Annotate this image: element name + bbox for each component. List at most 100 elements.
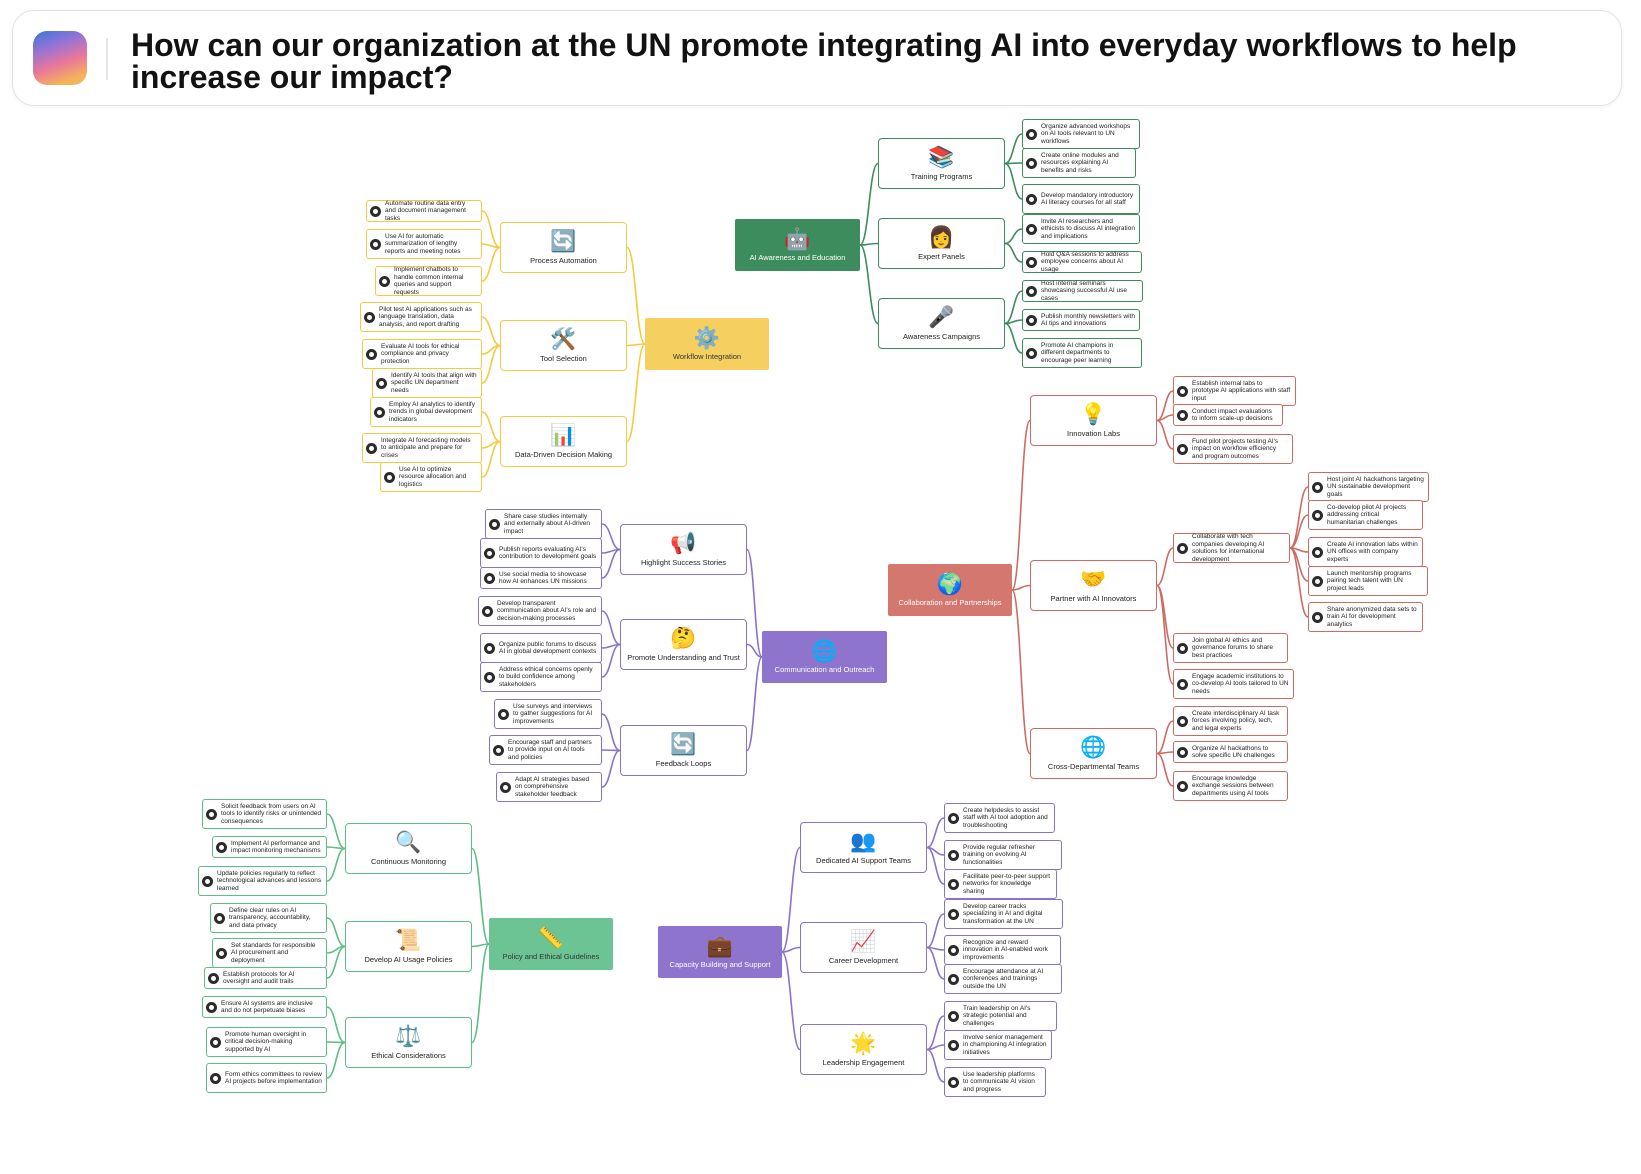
leaf-node[interactable]: Conduct impact evaluations to inform sca… (1173, 404, 1283, 426)
branch-root-policy[interactable]: 📏Policy and Ethical Guidelines (489, 918, 613, 970)
subtopic-label: Training Programs (910, 172, 973, 181)
leaf-node[interactable]: Join global AI ethics and governance for… (1173, 633, 1288, 663)
leaf-node[interactable]: Involve senior management in championing… (944, 1030, 1052, 1060)
subtopic-node[interactable]: 🛠️Tool Selection (500, 320, 627, 371)
leaf-node[interactable]: Encourage knowledge exchange sessions be… (1173, 771, 1288, 801)
leaf-node[interactable]: Automate routine data entry and document… (366, 200, 482, 222)
branch-root-collaboration[interactable]: 🌍Collaboration and Partnerships (888, 564, 1012, 616)
leaf-node[interactable]: Recognize and reward innovation in AI-en… (944, 935, 1061, 965)
leaf-node[interactable]: Publish monthly newsletters with AI tips… (1022, 309, 1140, 331)
leaf-node[interactable]: Promote human oversight in critical deci… (206, 1027, 327, 1057)
subtopic-node[interactable]: 🔄Process Automation (500, 222, 627, 273)
subtopic-label: Dedicated AI Support Teams (816, 856, 911, 865)
subtopic-node[interactable]: 🤝Partner with AI Innovators (1030, 560, 1157, 611)
leaf-node[interactable]: Share anonymized data sets to train AI f… (1308, 602, 1423, 632)
leaf-node[interactable]: Establish protocols for AI oversight and… (204, 967, 327, 989)
branch-link (471, 943, 490, 1044)
subtopic-node[interactable]: 🌟Leadership Engagement (800, 1024, 927, 1075)
leaf-node[interactable]: Ensure AI systems are inclusive and do n… (202, 996, 327, 1018)
leaf-bullet-icon (484, 642, 495, 654)
leaf-node[interactable]: Organize public forums to discuss AI in … (480, 633, 602, 663)
leaf-node[interactable]: Publish reports evaluating AI's contribu… (480, 538, 602, 568)
leaf-label: Host joint AI hackathons targeting UN su… (1327, 475, 1424, 498)
subtopic-node[interactable]: 💡Innovation Labs (1030, 395, 1157, 446)
subtopic-node[interactable]: 🌐Cross-Departmental Teams (1030, 728, 1157, 779)
subtopic-node[interactable]: 🎤Awareness Campaigns (878, 298, 1005, 349)
leaf-node[interactable]: Organize AI hackathons to solve specific… (1173, 741, 1288, 763)
branch-root-capacity[interactable]: 💼Capacity Building and Support (658, 926, 782, 978)
subtopic-node[interactable]: ⚖️Ethical Considerations (345, 1017, 472, 1068)
leaf-node[interactable]: Encourage staff and partners to provide … (489, 735, 602, 765)
subtopic-node[interactable]: 📈Career Development (800, 922, 927, 973)
subtopic-label: Expert Panels (918, 252, 965, 261)
branch-root-workflow[interactable]: ⚙️Workflow Integration (645, 318, 769, 370)
leaf-node[interactable]: Implement AI performance and impact moni… (212, 836, 327, 858)
branch-root-awareness[interactable]: 🤖AI Awareness and Education (735, 219, 860, 271)
subtopic-node[interactable]: 👥Dedicated AI Support Teams (800, 822, 927, 873)
leaf-node[interactable]: Establish internal labs to prototype AI … (1173, 376, 1296, 406)
leaf-node[interactable]: Create interdisciplinary AI task forces … (1173, 706, 1288, 736)
subtopic-node[interactable]: 👩Expert Panels (878, 218, 1005, 269)
leaf-node[interactable]: Solicit feedback from users on AI tools … (202, 799, 327, 829)
leaf-node[interactable]: Hold Q&A sessions to address employee co… (1022, 251, 1142, 273)
leaf-node[interactable]: Use surveys and interviews to gather sug… (494, 699, 602, 729)
leaf-label: Encourage staff and partners to provide … (508, 738, 592, 761)
leaf-node[interactable]: Pilot test AI applications such as langu… (360, 302, 482, 332)
leaf-node[interactable]: Organize advanced workshops on AI tools … (1022, 119, 1140, 149)
leaf-node[interactable]: Use leadership platforms to communicate … (944, 1067, 1046, 1097)
leaf-node[interactable]: Host internal seminars showcasing succes… (1022, 280, 1143, 302)
leaf-node[interactable]: Implement chatbots to handle common inte… (375, 266, 482, 296)
leaf-node[interactable]: Set standards for responsible AI procure… (212, 938, 327, 968)
leaf-node[interactable]: Invite AI researchers and ethicists to d… (1022, 214, 1140, 244)
subtopic-label: Leadership Engagement (822, 1058, 905, 1067)
leaf-label: Create online modules and resources expl… (1041, 151, 1119, 174)
leaf-node[interactable]: Create AI innovation labs within UN offi… (1308, 537, 1423, 567)
leaf-label: Engage academic institutions to co-devel… (1192, 672, 1289, 695)
leaf-node[interactable]: Promote AI champions in different depart… (1022, 338, 1142, 368)
leaf-node[interactable]: Update policies regularly to reflect tec… (198, 866, 327, 896)
leaf-bullet-icon (1177, 409, 1188, 421)
leaf-node[interactable]: Encourage attendance at AI conferences a… (944, 964, 1062, 994)
leaf-node[interactable]: Integrate AI forecasting models to antic… (362, 433, 482, 463)
leaf-node[interactable]: Fund pilot projects testing AI's impact … (1173, 434, 1293, 464)
subtopic-node[interactable]: 🔍Continuous Monitoring (345, 823, 472, 874)
leaf-node[interactable]: Facilitate peer-to-peer support networks… (944, 869, 1057, 899)
leaf-node[interactable]: Address ethical concerns openly to build… (480, 662, 602, 692)
leaf-node[interactable]: Develop transparent communication about … (478, 596, 602, 626)
leaf-node[interactable]: Use social media to showcase how AI enha… (480, 567, 602, 589)
subtopic-node[interactable]: 🔄Feedback Loops (620, 725, 747, 776)
leaf-node[interactable]: Create helpdesks to assist staff with AI… (944, 803, 1055, 833)
subtopic-node[interactable]: 📜Develop AI Usage Policies (345, 921, 472, 972)
leaf-node[interactable]: Define clear rules on AI transparency, a… (210, 903, 327, 933)
leaf-node[interactable]: Develop mandatory introductory AI litera… (1022, 184, 1140, 214)
leaf-node[interactable]: Form ethics committees to review AI proj… (206, 1063, 327, 1093)
leaf-label: Encourage knowledge exchange sessions be… (1192, 774, 1274, 797)
leaf-node[interactable]: Develop career tracks specializing in AI… (944, 899, 1063, 929)
leaf-node[interactable]: Train leadership on AI's strategic poten… (944, 1001, 1057, 1031)
leaf-node[interactable]: Evaluate AI tools for ethical compliance… (362, 339, 482, 369)
leaf-bullet-icon (1177, 715, 1188, 727)
subtopic-node[interactable]: 🤔Promote Understanding and Trust (620, 619, 747, 670)
subtopic-node[interactable]: 📚Training Programs (878, 138, 1005, 189)
leaf-bullet-icon (948, 849, 959, 861)
leaf-node[interactable]: Launch mentorship programs pairing tech … (1308, 566, 1428, 596)
leaf-node[interactable]: Create online modules and resources expl… (1022, 148, 1136, 178)
leaf-node[interactable]: Collaborate with tech companies developi… (1173, 533, 1290, 563)
leaf-node[interactable]: Identify AI tools that align with specif… (372, 368, 482, 398)
branch-link (781, 946, 801, 953)
leaf-node[interactable]: Employ AI analytics to identify trends i… (370, 397, 482, 427)
globe-meridians-icon: 🌐 (811, 639, 838, 663)
subtopic-node[interactable]: 📊Data-Driven Decision Making (500, 416, 627, 467)
leaf-node[interactable]: Engage academic institutions to co-devel… (1173, 669, 1294, 699)
leaf-node[interactable]: Use AI to optimize resource allocation a… (380, 462, 482, 492)
leaf-label: Hold Q&A sessions to address employee co… (1041, 250, 1129, 273)
branch-root-communication[interactable]: 🌐Communication and Outreach (762, 631, 887, 683)
leaf-node[interactable]: Use AI for automatic summarization of le… (366, 229, 482, 259)
subtopic-node[interactable]: 📢Highlight Success Stories (620, 524, 747, 575)
leaf-node[interactable]: Share case studies internally and extern… (485, 509, 602, 539)
leaf-node[interactable]: Adapt AI strategies based on comprehensi… (496, 772, 602, 802)
leaf-link (601, 643, 621, 678)
leaf-node[interactable]: Provide regular refresher training on ev… (944, 840, 1062, 870)
leaf-node[interactable]: Host joint AI hackathons targeting UN su… (1308, 472, 1429, 502)
leaf-node[interactable]: Co-develop pilot AI projects addressing … (1308, 500, 1423, 530)
